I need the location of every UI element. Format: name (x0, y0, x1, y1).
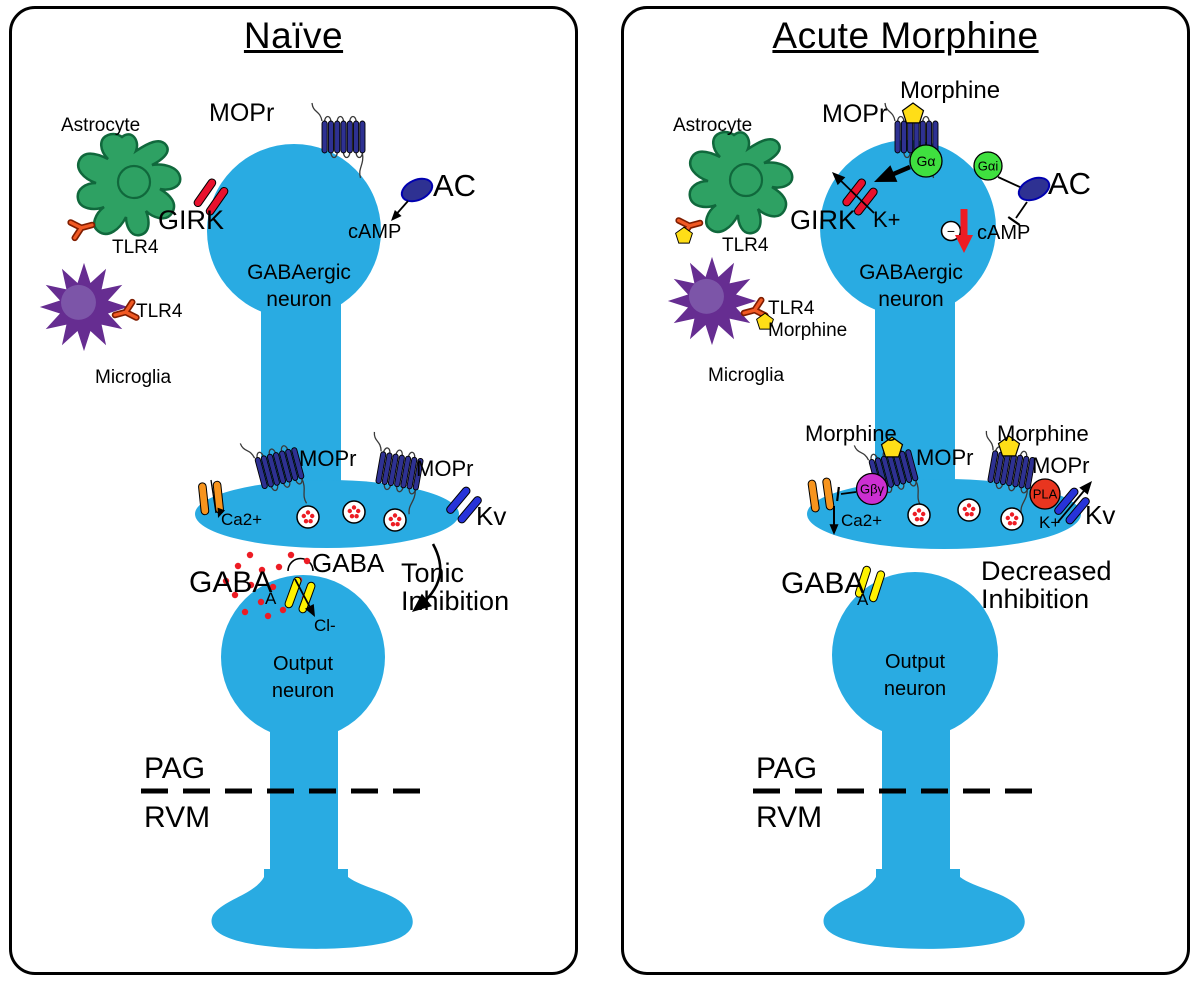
astrocyte-icon (688, 130, 794, 235)
rvm-label: RVM (756, 801, 823, 834)
naive-diagram (39, 102, 484, 949)
camp-label: cAMP (348, 221, 402, 243)
gabaa-sub-label: A (857, 590, 869, 609)
gaba-molecules (222, 551, 311, 620)
morphine-terminal-right-label: Morphine (997, 421, 1089, 446)
g-beta-gamma-label: Gβγ (859, 481, 885, 497)
calcium-decrease-arrow (829, 506, 839, 535)
gabaa-label: GABA (781, 567, 865, 600)
mopr-terminal-right-label: MOPr (1032, 453, 1090, 478)
gabaergic-neuron-label: GABAergic neuron (247, 261, 351, 312)
g-alpha-i-icon (973, 151, 1003, 181)
gabaergic-neuron-shape (195, 144, 459, 548)
pag-label: PAG (144, 752, 206, 785)
camp-decrease-arrow (955, 209, 973, 253)
output-neuron-shape (823, 572, 1025, 949)
panel-title: Naïve (243, 15, 344, 56)
gaba-label: GABA (312, 548, 385, 578)
microglia-label: Microglia (708, 365, 785, 386)
synaptic-vesicle-icon (296, 505, 320, 529)
mopr-soma-label: MOPr (822, 100, 888, 128)
panel-title: Acute Morphine (772, 15, 1039, 56)
panel-naive: Naïve (9, 6, 578, 975)
camp-label: cAMP (977, 222, 1031, 244)
girk-label: GIRK (158, 205, 225, 235)
acute-morphine-diagram (667, 102, 1097, 949)
output-neuron-shape (211, 575, 413, 949)
galpha-to-girk-arrow (870, 164, 911, 191)
pag-label: PAG (756, 752, 818, 785)
kv-label: Kv (1085, 500, 1116, 530)
astrocyte-label: Astrocyte (673, 115, 753, 136)
k-terminal-label: K+ (1039, 513, 1061, 532)
tonic-inhibition-arrow (406, 543, 442, 619)
morphine-microglia-label: Morphine (768, 320, 848, 341)
adenylyl-cyclase-icon (1017, 176, 1051, 202)
morphine-soma-icon (901, 102, 925, 124)
mopr-soma-label: MOPr (209, 99, 275, 127)
output-neuron-label: Output neuron (883, 651, 947, 700)
girk-label: GIRK (790, 205, 857, 235)
ca2-label: Ca2+ (841, 511, 883, 530)
ac-inhibits-camp (1007, 201, 1028, 226)
microglia-label: Microglia (95, 367, 172, 388)
adenylyl-cyclase-icon (400, 177, 434, 203)
output-neuron-label: Output neuron (271, 653, 335, 702)
morphine-soma-label: Morphine (900, 77, 1001, 104)
tlr4-astrocyte-label: TLR4 (722, 235, 769, 256)
ca2-label: Ca2+ (221, 510, 263, 529)
ac-to-camp-arrow (387, 200, 409, 225)
k-soma-label: K+ (873, 207, 901, 232)
pla-label: PLA (1032, 486, 1058, 502)
calcium-influx-arrow (210, 479, 226, 520)
g-beta-gamma-icon (855, 472, 889, 506)
ac-label: AC (433, 168, 477, 203)
mopr-terminal-left-label: MOPr (299, 446, 357, 471)
tlr4-astrocyte-label: TLR4 (112, 237, 159, 258)
potassium-efflux-soma-arrow (828, 168, 875, 214)
tlr4-receptor-astrocyte-icon (71, 217, 94, 238)
g-alpha-i-label: Gαi (977, 158, 999, 174)
g-alpha-icon (909, 144, 943, 178)
tlr4-microglia-label: TLR4 (136, 301, 183, 322)
gbg-inhibits-ca-channel (836, 486, 857, 502)
mopr-terminal-right-label: MOPr (416, 456, 474, 481)
rvm-label: RVM (144, 801, 211, 834)
tlr4-microglia-label: TLR4 (768, 298, 815, 319)
astrocyte-label: Astrocyte (61, 115, 141, 136)
synaptic-vesicle-icon (957, 498, 981, 522)
synaptic-vesicle-icon (1000, 507, 1024, 531)
potassium-efflux-terminal-arrow (1057, 477, 1097, 523)
minus-label: − (946, 223, 956, 239)
microglia-icon (39, 262, 129, 352)
decreased-inhibition-label: Decreased Inhibition (981, 556, 1112, 615)
microglia-icon (667, 256, 757, 346)
mopr-terminal-left-label: MOPr (916, 445, 974, 470)
gabaergic-neuron-label: GABAergic neuron (859, 261, 963, 312)
synaptic-vesicle-icon (907, 503, 931, 527)
synaptic-vesicle-icon (383, 508, 407, 532)
kv-label: Kv (476, 501, 507, 531)
synaptic-vesicle-icon (342, 500, 366, 524)
g-alpha-label: Gα (916, 153, 936, 169)
gabaa-sub-label: A (265, 589, 277, 608)
chloride-influx-arrow (294, 578, 320, 620)
tonic-inhibition-label: Tonic Inhibition (401, 558, 510, 617)
panel-acute-morphine: Acute Morphine (621, 6, 1190, 975)
morphine-terminal-left-label: Morphine (805, 421, 897, 446)
cl-label: Cl- (314, 616, 336, 635)
gabaa-label: GABA (189, 566, 273, 599)
ac-label: AC (1048, 166, 1092, 201)
pla-icon (1029, 478, 1061, 510)
